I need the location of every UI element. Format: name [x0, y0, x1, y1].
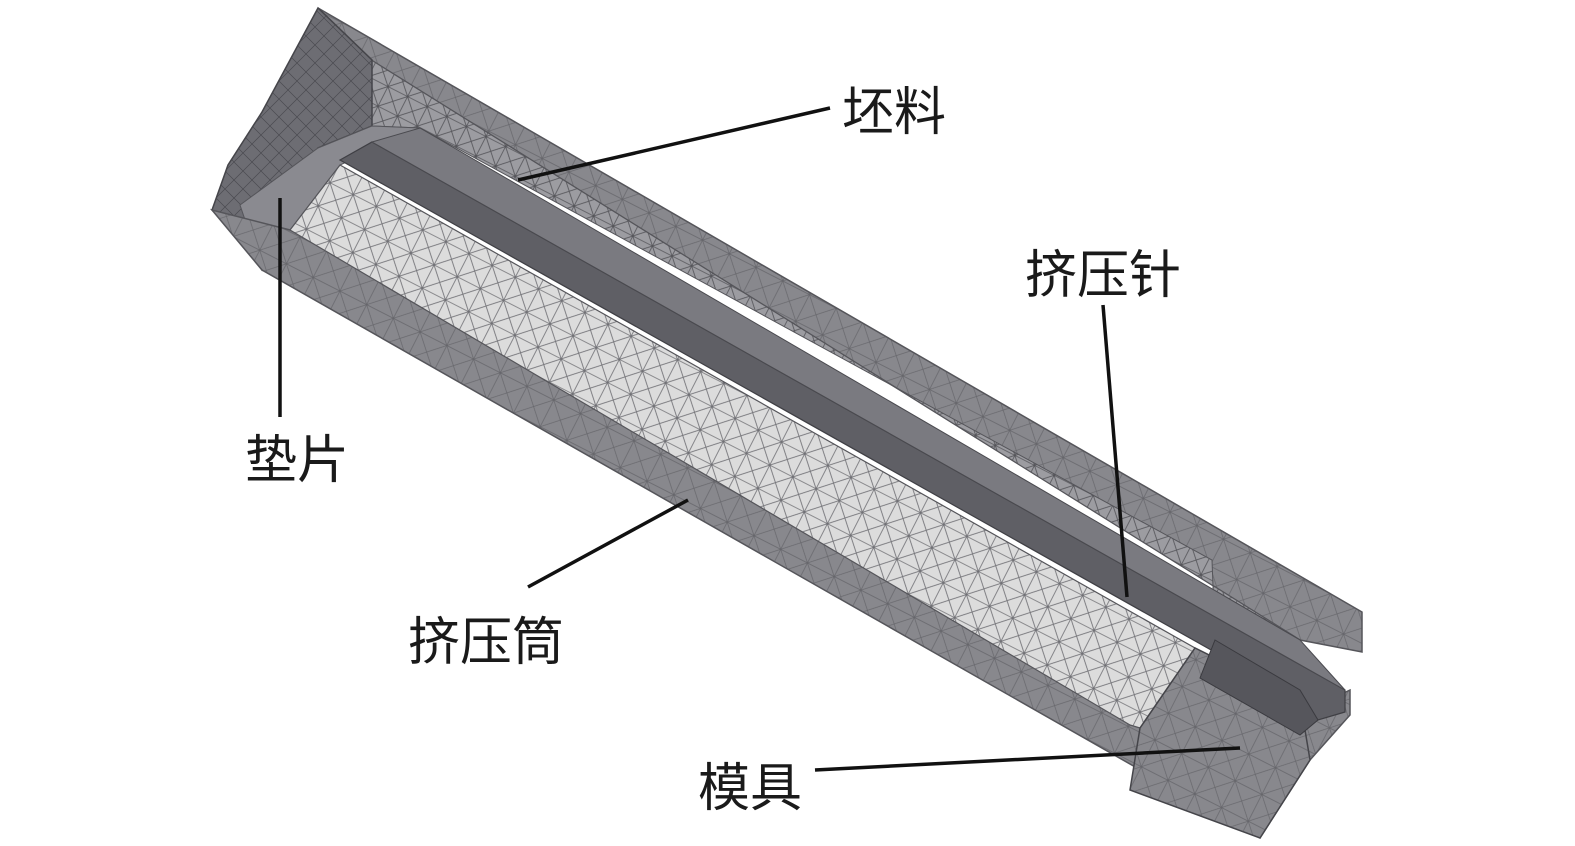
label-mandrel: 挤压针: [1025, 246, 1181, 306]
label-container: 挤压筒: [408, 613, 564, 673]
label-billet: 坯料: [842, 83, 946, 143]
leader-die: [814, 746, 1241, 772]
leader-mandrel: [1101, 304, 1129, 598]
die-slot: [1199, 639, 1319, 736]
mandrel-highlight: [370, 127, 1346, 691]
labels: 坯料 挤压针 垫片 挤压筒 模具: [245, 83, 1181, 819]
leader-lines: [278, 106, 1241, 772]
leader-container: [527, 498, 689, 589]
container-body: [209, 6, 1363, 840]
label-dummy-block: 垫片: [245, 431, 349, 491]
leader-billet: [517, 106, 831, 182]
label-die: 模具: [698, 759, 802, 819]
